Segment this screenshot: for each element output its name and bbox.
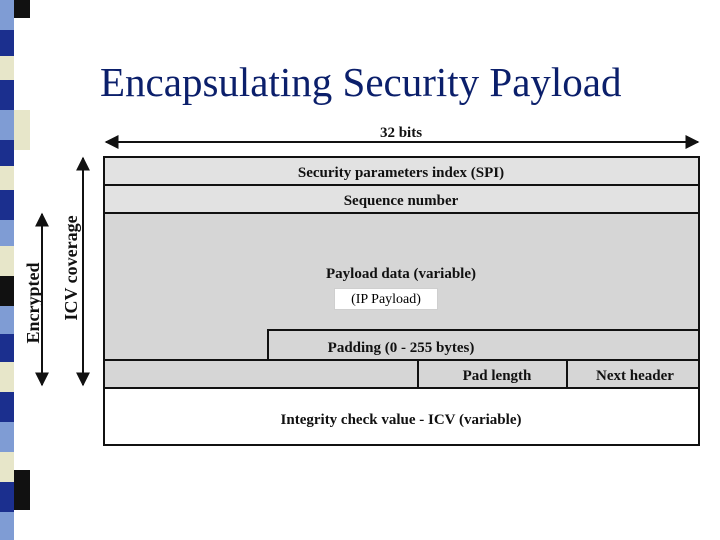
strip-block bbox=[14, 470, 30, 510]
payload-label: Payload data (variable) bbox=[326, 266, 476, 282]
next-header-label: Next header bbox=[596, 368, 674, 384]
strip-block bbox=[0, 140, 14, 166]
strip-block bbox=[0, 362, 14, 392]
strip-block bbox=[0, 276, 14, 306]
sequence-label: Sequence number bbox=[344, 193, 459, 209]
strip-block bbox=[0, 422, 14, 452]
pad-length-label: Pad length bbox=[463, 368, 532, 384]
strip-block bbox=[0, 190, 14, 220]
strip-block bbox=[14, 0, 30, 18]
encrypted-label: Encrypted bbox=[23, 263, 43, 344]
strip-block bbox=[0, 220, 14, 246]
payload-boundary bbox=[104, 329, 699, 361]
strip-block bbox=[14, 110, 30, 150]
width-label: 32 bits bbox=[380, 125, 422, 141]
ip-payload-note: (IP Payload) bbox=[334, 288, 438, 310]
next-header-field bbox=[566, 359, 700, 389]
decorative-side-strip bbox=[0, 0, 30, 540]
strip-block bbox=[0, 0, 14, 30]
slide-title: Encapsulating Security Payload bbox=[100, 59, 622, 105]
icv-field bbox=[103, 387, 700, 446]
strip-block bbox=[0, 452, 14, 482]
spi-label: Security parameters index (SPI) bbox=[298, 165, 504, 181]
spi-field bbox=[103, 156, 700, 186]
icv-coverage-label: ICV coverage bbox=[61, 215, 81, 320]
icv-label: Integrity check value - ICV (variable) bbox=[281, 412, 522, 428]
strip-block bbox=[0, 56, 14, 80]
strip-block bbox=[0, 30, 14, 56]
strip-block bbox=[0, 166, 14, 190]
strip-block bbox=[0, 512, 14, 540]
strip-block bbox=[0, 482, 14, 512]
strip-block bbox=[0, 392, 14, 422]
padding-label: Padding (0 - 255 bytes) bbox=[328, 340, 475, 356]
strip-block bbox=[0, 306, 14, 334]
strip-block bbox=[0, 80, 14, 110]
strip-block bbox=[0, 334, 14, 362]
strip-block bbox=[0, 246, 14, 276]
strip-block bbox=[0, 110, 14, 140]
